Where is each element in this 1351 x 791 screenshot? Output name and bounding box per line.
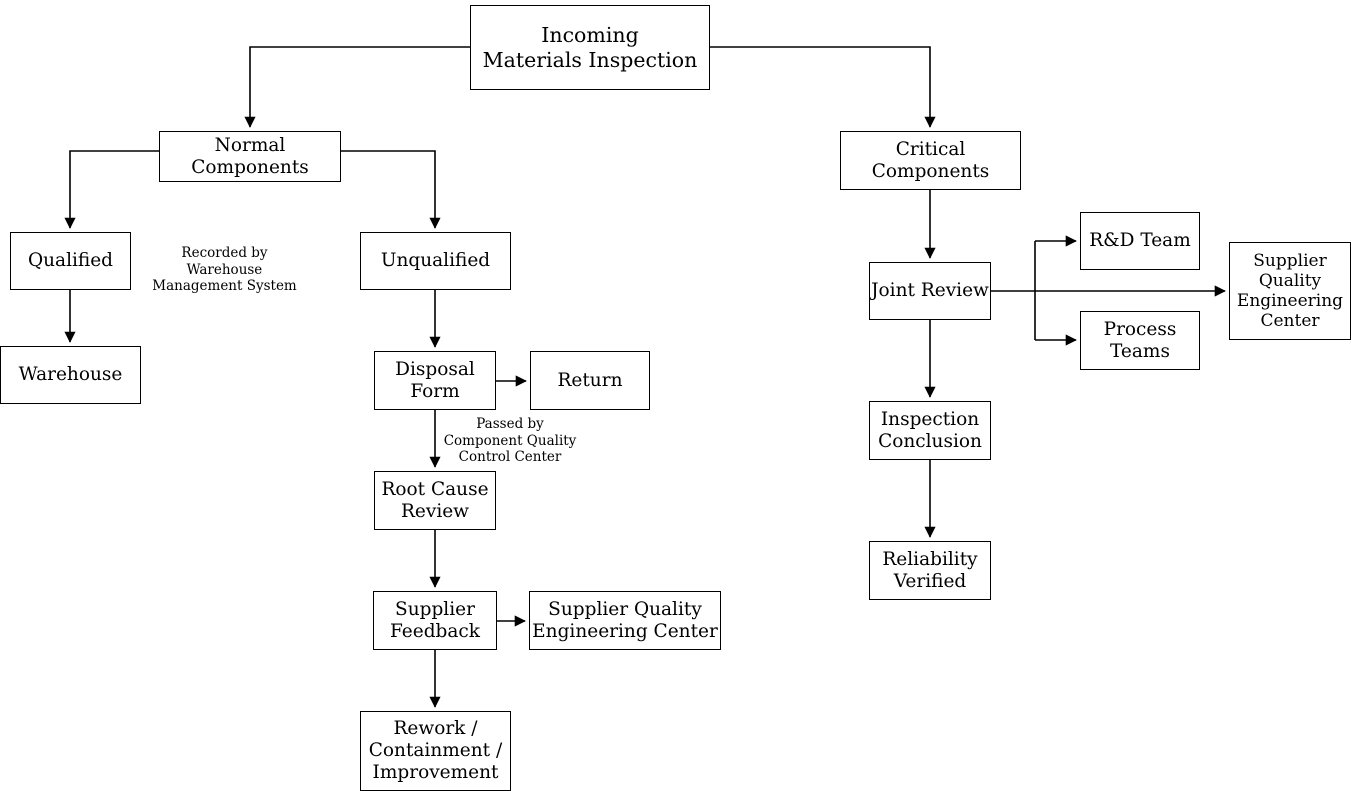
- node-qualified[interactable]: Qualified: [10, 232, 131, 290]
- edge-incoming-to-normal: [244, 46, 470, 128]
- node-root-cause-review[interactable]: Root Cause Review: [374, 471, 496, 530]
- node-supplier-quality-engineering-center-right[interactable]: Supplier Quality Engineering Center: [1229, 242, 1351, 340]
- edge-label-recorded-by-warehouse-management-system: Recorded by Warehouse Management System: [152, 245, 297, 295]
- node-incoming-materials-inspection[interactable]: Incoming Materials Inspection: [470, 5, 710, 90]
- node-reliability-verified[interactable]: Reliability Verified: [869, 541, 991, 600]
- node-supplier-feedback[interactable]: Supplier Feedback: [373, 591, 497, 650]
- node-unqualified[interactable]: Unqualified: [360, 232, 511, 290]
- node-rd-team[interactable]: R&D Team: [1080, 212, 1200, 270]
- node-return[interactable]: Return: [530, 351, 650, 410]
- node-critical-components[interactable]: Critical Components: [840, 131, 1021, 190]
- node-rework-containment-improvement[interactable]: Rework / Containment / Improvement: [360, 711, 511, 791]
- edge-normal-to-unqualified: [341, 150, 441, 229]
- edge-incoming-to-critical: [710, 46, 936, 128]
- node-process-teams[interactable]: Process Teams: [1080, 311, 1200, 370]
- node-normal-components[interactable]: Normal Components: [159, 131, 341, 182]
- node-warehouse[interactable]: Warehouse: [0, 346, 141, 404]
- node-disposal-form[interactable]: Disposal Form: [374, 351, 496, 410]
- node-joint-review[interactable]: Joint Review: [869, 262, 991, 320]
- node-supplier-quality-engineering-center-middle[interactable]: Supplier Quality Engineering Center: [529, 591, 721, 650]
- edge-label-passed-by-component-quality-control-center: Passed by Component Quality Control Cent…: [443, 416, 577, 466]
- node-inspection-conclusion[interactable]: Inspection Conclusion: [869, 401, 991, 460]
- edge-normal-to-qualified: [64, 150, 159, 229]
